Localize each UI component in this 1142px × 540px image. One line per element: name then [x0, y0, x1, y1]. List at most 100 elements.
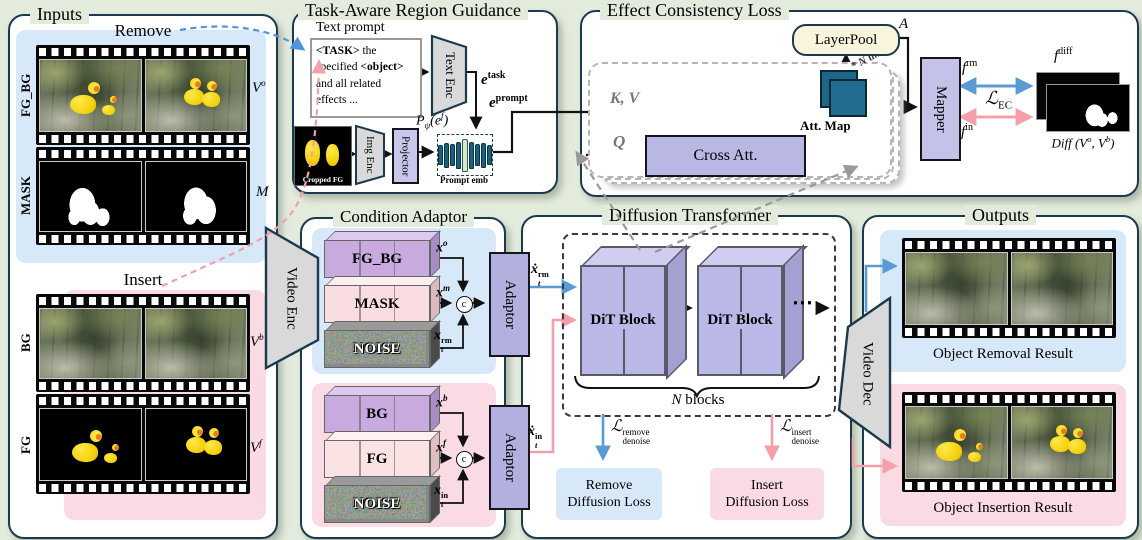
duck-shape: [206, 80, 217, 91]
duck-shape: [976, 443, 984, 451]
embedding-bar: [468, 141, 474, 169]
object-token: <object>: [360, 61, 404, 74]
film-sprockets: [39, 234, 247, 243]
video-frame-fgbg-1: [39, 58, 142, 132]
mask-frame-2: [144, 160, 247, 232]
duck-shape: [1055, 424, 1067, 436]
img-enc-label: Img Enc: [364, 136, 376, 174]
embedding-bar: [480, 142, 486, 168]
x-f-label: xf: [436, 438, 446, 456]
e-task-label: etask: [481, 70, 506, 88]
embedding-bar-highlight: [462, 138, 468, 172]
prompt-emb-caption: Prompt emb: [439, 175, 489, 185]
film-sprockets: [39, 381, 247, 390]
fgbg-slab: FG_BG: [324, 240, 430, 278]
mask-slab: MASK: [324, 285, 430, 323]
film-strip-fg: [36, 394, 250, 494]
cropped-fg-image: Cropped FG: [294, 126, 352, 186]
m-label: M: [256, 184, 269, 200]
film-sprockets: [39, 149, 247, 158]
dit-block-1: DiT Block: [580, 265, 666, 376]
video-dec-label: Video Dec: [859, 342, 876, 406]
mask-side-label: MASK: [18, 176, 33, 216]
film-sprockets: [39, 134, 247, 143]
duck-shape: [1067, 439, 1086, 455]
e-prompt-label: eprompt: [489, 93, 528, 111]
removal-result-caption: Object Removal Result: [933, 346, 1073, 362]
att-map-square-front: [829, 79, 867, 117]
adaptor-label: Adaptor: [502, 432, 518, 483]
x-b-label: xb: [436, 393, 448, 411]
noise-slab-insert: NOISE: [324, 485, 430, 523]
v-f-label: Vf: [250, 438, 262, 456]
duck-shape: [183, 89, 204, 106]
film-sprockets: [39, 396, 247, 405]
duck-shape: [201, 92, 220, 108]
f-in-label: fin: [961, 122, 973, 140]
film-strip-insertion-result: [902, 392, 1116, 492]
targ-title: Task-Aware Region Guidance: [298, 0, 529, 20]
condition-adaptor-title: Condition Adaptor: [333, 207, 475, 227]
bg-slab: BG: [324, 395, 430, 433]
film-sprockets: [905, 481, 1113, 490]
video-dec-shape: [837, 295, 892, 450]
film-sprockets: [905, 240, 1113, 249]
mapper-label: Mapper: [933, 85, 949, 133]
film-strip-fgbg: [36, 45, 250, 145]
duck-shape: [203, 439, 222, 455]
film-sprockets: [39, 296, 247, 305]
l-ec-label: ℒEC: [985, 88, 1013, 112]
projector-math-label: Pψ(ef): [416, 111, 449, 131]
concat-node-remove: c: [455, 295, 473, 313]
film-sprockets: [905, 394, 1113, 403]
duck-shape: [1049, 436, 1070, 453]
duck-shape: [102, 104, 116, 115]
removal-frame-2: [1010, 251, 1113, 325]
att-map-label: Att. Map: [800, 118, 851, 133]
insert-diffusion-loss-box: Insert Diffusion Loss: [710, 468, 824, 520]
inputs-title: Inputs: [30, 4, 89, 24]
concat-node-insert: c: [455, 450, 473, 468]
noise-slab-remove: NOISE: [324, 330, 430, 368]
duck-shape: [208, 428, 219, 439]
insert-group-label: Insert: [123, 270, 163, 289]
x-m-label: xm: [436, 283, 451, 301]
layerpool-box: LayerPool: [792, 24, 900, 56]
video-enc-label: Video Enc: [283, 266, 300, 330]
removal-frame-1: [905, 251, 1008, 325]
fgbg-side-label: FG_BG: [18, 73, 33, 117]
mapper-box: Mapper: [920, 57, 961, 161]
film-strip-mask: [36, 147, 250, 245]
cropped-fg-caption: Cropped FG: [302, 175, 344, 184]
cross-att-box: Cross Att.: [645, 135, 806, 177]
f-diff-label: fdiff: [1054, 46, 1073, 64]
projector-label: Projector: [399, 135, 412, 177]
film-strip-removal-result: [902, 238, 1116, 338]
ecl-title: Effect Consistency Loss: [600, 0, 789, 20]
film-strip-bg: [36, 294, 250, 392]
duck-shape: [325, 144, 339, 167]
duck-shape: [968, 451, 982, 462]
duck-shape: [90, 429, 103, 442]
fg-frame-2: [144, 407, 247, 481]
duck-shape: [70, 95, 97, 114]
dit-block-2: DiT Block: [697, 265, 783, 376]
embedding-bar: [444, 142, 450, 168]
text-enc-shape: [430, 34, 468, 117]
bg-side-label: BG: [18, 333, 33, 353]
duck-shape: [104, 452, 118, 463]
remove-diffusion-loss-box: Remove Diffusion Loss: [556, 468, 662, 520]
projector-box: Projector: [392, 128, 419, 184]
embedding-bar: [450, 144, 456, 166]
fg-frame-1: [39, 407, 142, 481]
prompt-emb-box: [437, 134, 493, 176]
embedding-bar: [456, 141, 462, 169]
duck-shape: [954, 429, 967, 442]
img-enc-shape: [355, 124, 385, 186]
film-sprockets: [39, 47, 247, 56]
duck-shape: [189, 77, 201, 89]
duck-shape: [72, 442, 99, 462]
duck-shape: [936, 442, 963, 461]
